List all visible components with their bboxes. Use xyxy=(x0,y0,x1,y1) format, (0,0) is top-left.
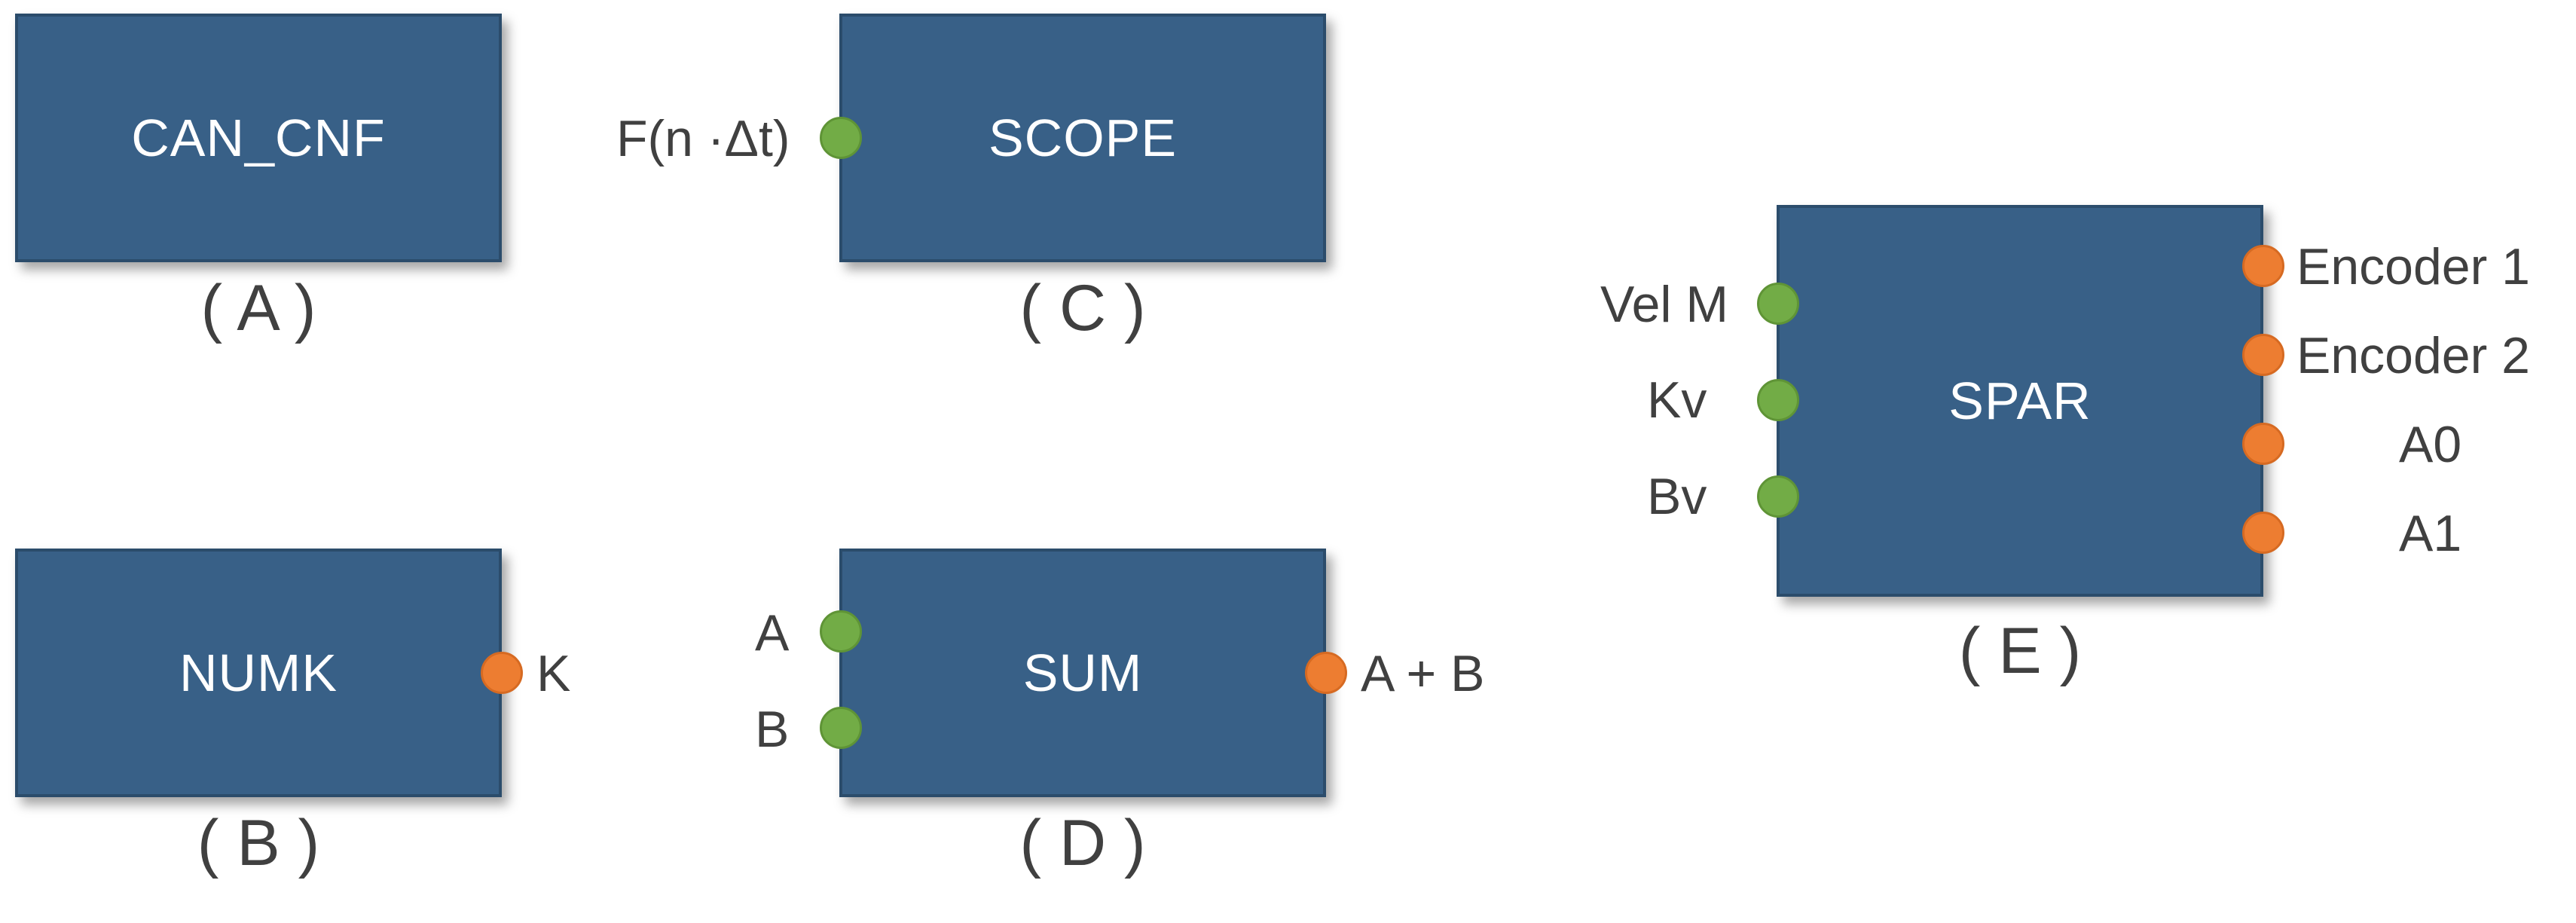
caption-d: ( D ) xyxy=(1019,807,1146,879)
sum-input-label-b: B xyxy=(755,701,790,758)
spar-output-label-encoder-2: Encoder 2 xyxy=(2296,327,2530,384)
spar-input-label-vel-m: Vel M xyxy=(1600,276,1729,333)
spar-input-label-bv: Bv xyxy=(1647,468,1707,525)
scope-title: SCOPE xyxy=(988,108,1178,167)
numk-output-label-k: K xyxy=(536,645,571,702)
spar-input-port-vel-m[interactable] xyxy=(1757,283,1799,325)
scope-input-label: F(n ·Δt) xyxy=(616,110,790,167)
spar-output-port-encoder-2[interactable] xyxy=(2242,334,2284,376)
scope-block[interactable]: SCOPE xyxy=(839,14,1326,262)
sum-input-port-a[interactable] xyxy=(820,610,862,653)
spar-output-port-encoder-1[interactable] xyxy=(2242,245,2284,287)
spar-input-label-kv: Kv xyxy=(1647,371,1707,429)
caption-e: ( E ) xyxy=(1958,615,2082,687)
spar-title: SPAR xyxy=(1948,371,2092,430)
sum-output-port[interactable] xyxy=(1305,652,1347,694)
spar-output-port-a0[interactable] xyxy=(2242,423,2284,465)
numk-block[interactable]: NUMK xyxy=(15,549,502,797)
sum-output-label: A + B xyxy=(1361,645,1485,702)
numk-output-port-k[interactable] xyxy=(481,652,523,694)
spar-output-label-encoder-1: Encoder 1 xyxy=(2296,238,2530,295)
caption-b: ( B ) xyxy=(197,807,320,879)
spar-output-port-a1[interactable] xyxy=(2242,512,2284,554)
can-cnf-block[interactable]: CAN_CNF xyxy=(15,14,502,262)
sum-title: SUM xyxy=(1022,643,1143,702)
spar-input-port-kv[interactable] xyxy=(1757,379,1799,421)
caption-c: ( C ) xyxy=(1019,272,1146,344)
numk-title: NUMK xyxy=(179,643,338,702)
scope-input-port[interactable] xyxy=(820,117,862,159)
spar-input-port-bv[interactable] xyxy=(1757,475,1799,518)
sum-input-label-a: A xyxy=(755,604,790,662)
can-cnf-title: CAN_CNF xyxy=(131,108,386,167)
spar-block[interactable]: SPAR xyxy=(1777,205,2263,597)
spar-output-label-a1: A1 xyxy=(2399,505,2462,562)
sum-input-port-b[interactable] xyxy=(820,707,862,749)
spar-output-label-a0: A0 xyxy=(2399,416,2462,473)
caption-a: ( A ) xyxy=(200,272,316,344)
sum-block[interactable]: SUM xyxy=(839,549,1326,797)
